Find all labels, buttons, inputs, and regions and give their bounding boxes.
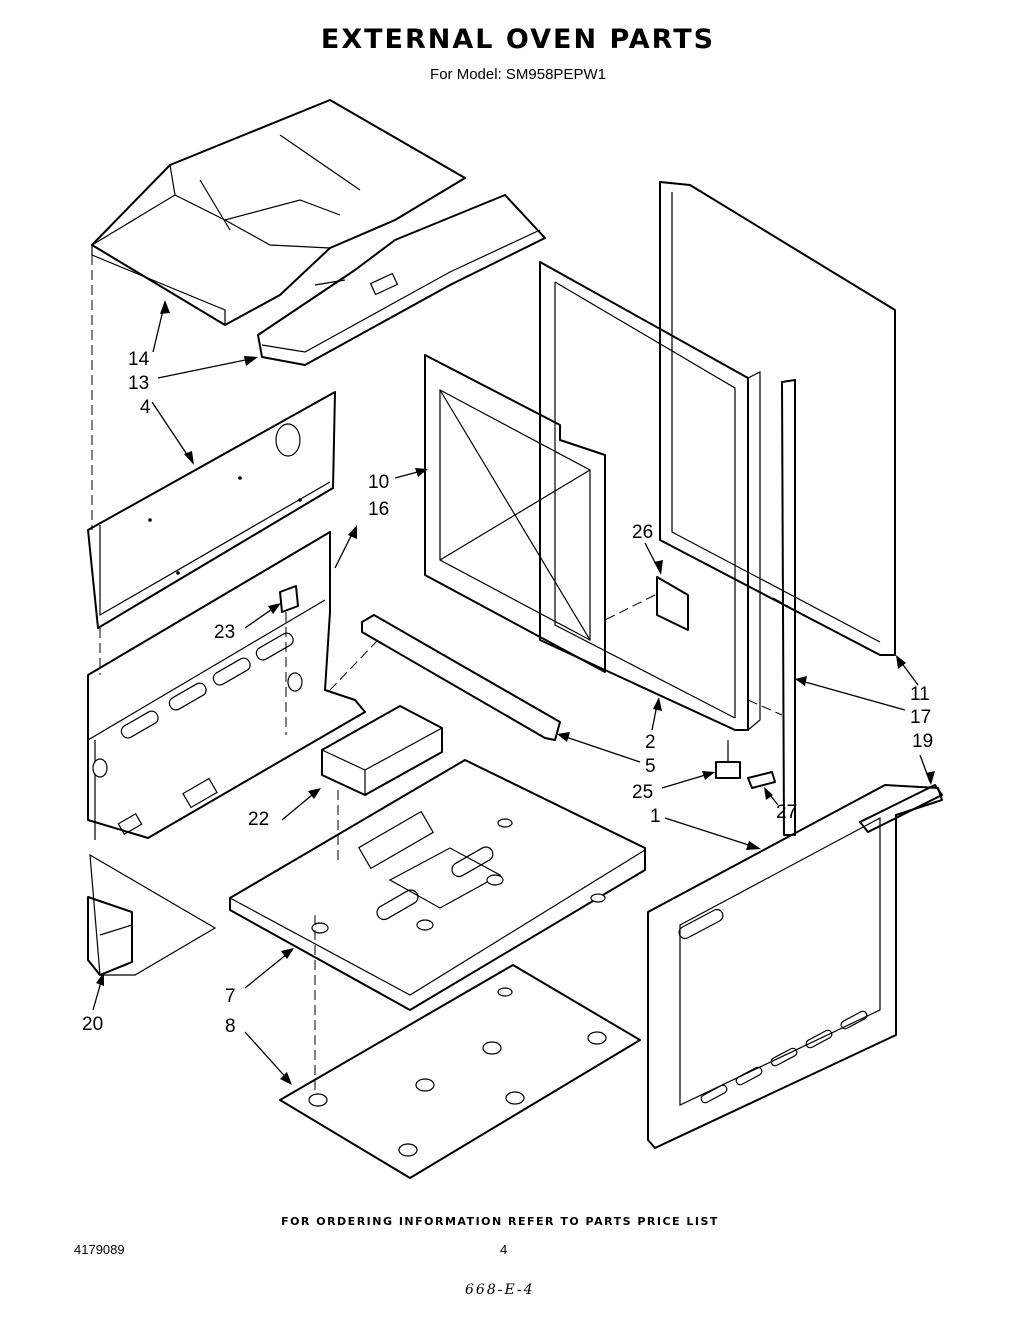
ordering-info-note: FOR ORDERING INFORMATION REFER TO PARTS … <box>281 1215 719 1228</box>
part-1-front-frame <box>647 784 943 1149</box>
callout-26: 26 <box>632 522 653 543</box>
callout-11: 11 <box>910 684 930 705</box>
part-2-door-frame <box>539 261 761 731</box>
page-title: EXTERNAL OVEN PARTS <box>320 24 716 55</box>
callout-5: 5 <box>645 756 656 777</box>
assembly-dash-lines <box>91 255 789 1090</box>
part-26-plate <box>656 576 689 631</box>
part-23-bracket <box>279 585 299 613</box>
callout-25: 25 <box>632 782 653 803</box>
callout-27: 27 <box>776 802 797 823</box>
document-number: 4179089 <box>74 1242 125 1257</box>
part-8-bottom-pan <box>279 964 641 1179</box>
callout-20: 20 <box>82 1014 103 1035</box>
callout-labels: 14 13 4 10 16 23 26 22 5 2 25 1 27 11 17… <box>82 349 933 1037</box>
callout-16: 16 <box>368 499 389 520</box>
callout-2: 2 <box>645 732 656 753</box>
part-16-front-panel <box>87 531 366 840</box>
part-10-door-inner-panel <box>424 354 606 673</box>
model-subtitle: For Model: SM958PEPW1 <box>430 66 606 83</box>
callout-8: 8 <box>225 1016 236 1037</box>
callout-17: 17 <box>910 707 931 728</box>
handwritten-note: 668-E-4 <box>465 1282 535 1298</box>
callout-23: 23 <box>214 622 235 643</box>
part-27-clip <box>747 771 776 789</box>
part-5-rail <box>361 614 561 741</box>
part-11-outer-door-panel <box>659 181 896 656</box>
part-13-top-rear-panel <box>257 194 546 366</box>
part-25-hinge-pin <box>715 740 741 779</box>
callout-13: 13 <box>128 373 149 394</box>
callout-14: 14 <box>128 349 150 370</box>
part-7-cooktop-tray <box>229 759 646 1011</box>
page-number: 4 <box>500 1242 508 1257</box>
callout-19: 19 <box>912 731 933 752</box>
callout-4: 4 <box>140 397 151 418</box>
callout-10: 10 <box>368 472 389 493</box>
callout-1: 1 <box>650 806 661 827</box>
callout-7: 7 <box>225 986 236 1007</box>
callout-22: 22 <box>248 809 269 830</box>
part-17-door-trim <box>781 379 796 836</box>
part-14-top-cover <box>91 99 466 326</box>
part-19-top-trim <box>859 784 943 833</box>
part-4-upper-panel <box>87 391 336 629</box>
arrowheads <box>96 300 935 1085</box>
part-22-control-box <box>321 705 443 796</box>
part-20-corner-shield <box>87 853 217 976</box>
